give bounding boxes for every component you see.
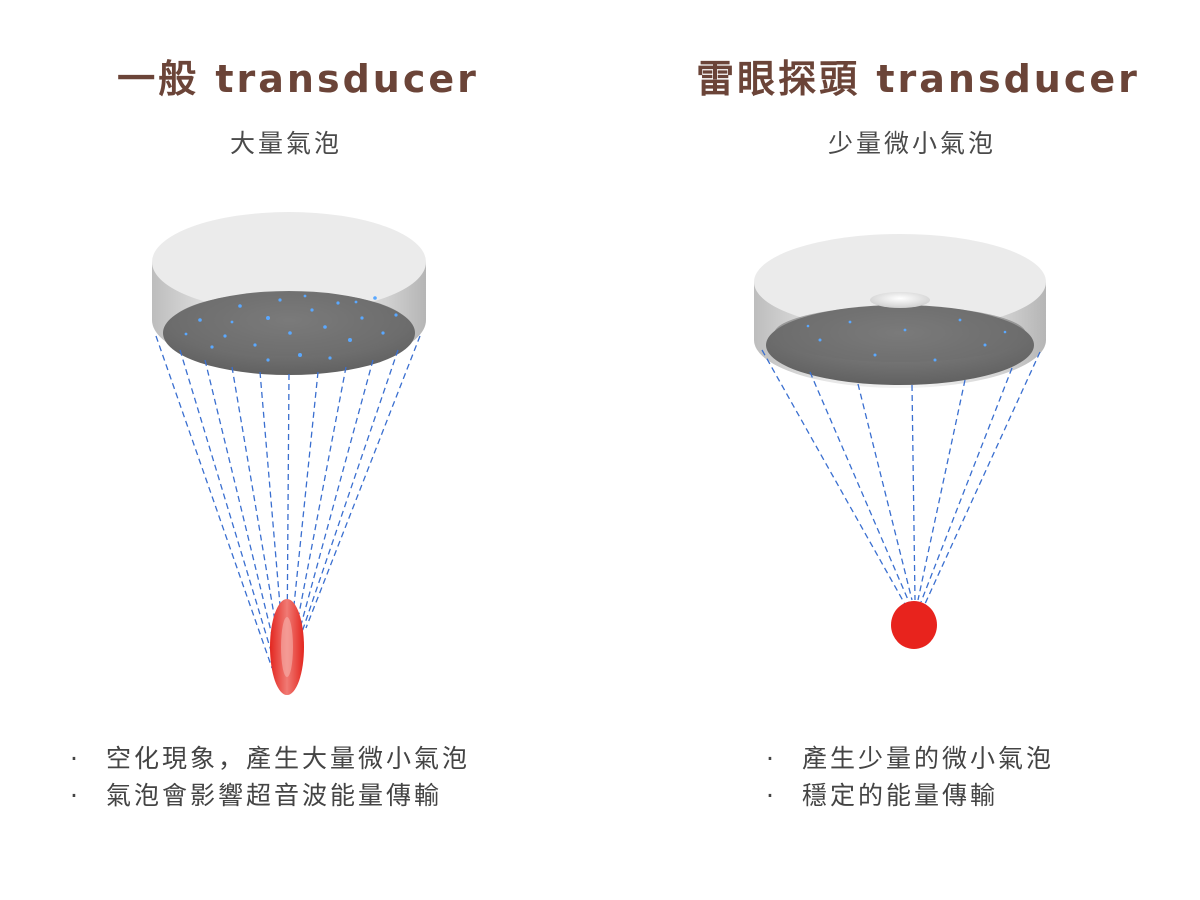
- many-bubbles: [184, 294, 398, 362]
- radar-eye-transducer: [754, 234, 1046, 649]
- radar-eye-beam-lines: [761, 349, 1041, 607]
- title-general-transducer: 一般 transducer: [117, 57, 479, 101]
- general-transducer-top: [152, 212, 426, 312]
- general-transducer-notes: ·空化現象，產生大量微小氣泡 ·氣泡會影響超音波能量傳輸: [70, 740, 470, 814]
- subtitle-many-bubbles: 大量氣泡: [229, 129, 343, 158]
- radar-eye-transducer-notes: ·產生少量的微小氣泡 ·穩定的能量傳輸: [766, 740, 1054, 814]
- radar-eye-focal-spot: [891, 601, 937, 649]
- radar-eye-lens: [870, 292, 930, 308]
- general-note-2: ·氣泡會影響超音波能量傳輸: [70, 781, 443, 810]
- few-bubbles: [806, 318, 1007, 362]
- general-transducer: [152, 212, 426, 695]
- general-note-1: ·空化現象，產生大量微小氣泡: [70, 744, 471, 773]
- title-radar-eye-transducer: 雷眼探頭 transducer: [696, 57, 1140, 101]
- radar-eye-note-1: ·產生少量的微小氣泡: [766, 744, 1055, 773]
- radar-eye-note-2: ·穩定的能量傳輸: [766, 781, 999, 810]
- radar-eye-transducer-top: [754, 234, 1046, 330]
- subtitle-few-micro-bubbles: 少量微小氣泡: [827, 129, 997, 158]
- general-focal-spot: [270, 599, 304, 695]
